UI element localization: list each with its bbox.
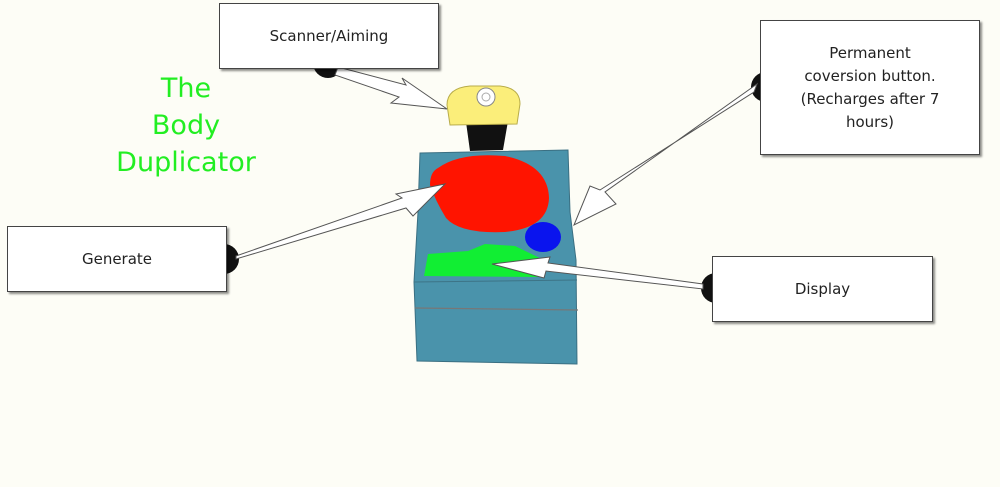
callout-scanner-aiming: Scanner/Aiming <box>219 3 439 69</box>
arrow-scanner <box>334 66 448 110</box>
generator-red-area <box>430 155 549 233</box>
conversion-button-blue <box>525 222 561 252</box>
diagram-title: The Body Duplicator <box>116 73 256 178</box>
device-neck <box>466 121 508 151</box>
arrow-generate <box>235 183 447 260</box>
callout-conversion-button-label: Permanent coversion button. (Recharges a… <box>800 43 940 131</box>
callout-scanner-label: Scanner/Aiming <box>269 26 389 45</box>
arrow-conversion-button <box>573 82 759 227</box>
callout-generate: Generate <box>7 226 227 292</box>
callout-display-label: Display <box>794 279 851 298</box>
callout-display: Display <box>712 256 933 322</box>
arrow-display <box>491 256 704 290</box>
callout-conversion-button: Permanent coversion button. (Recharges a… <box>760 20 980 155</box>
callout-generate-label: Generate <box>81 249 153 268</box>
scanner-head <box>446 85 521 126</box>
